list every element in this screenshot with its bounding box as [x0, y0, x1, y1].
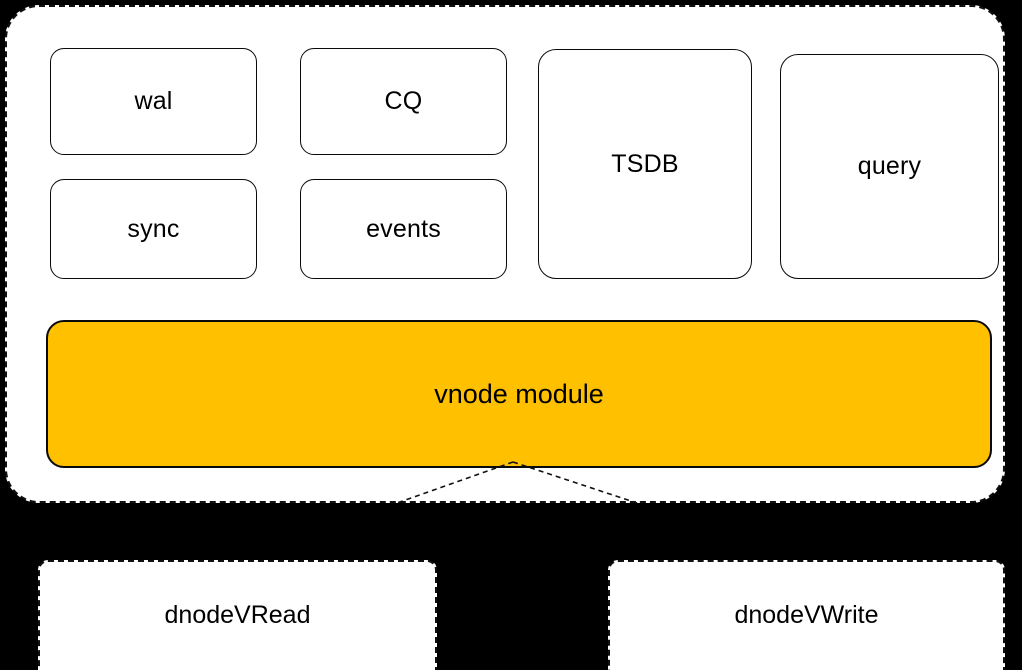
module-label-tsdb: TSDB	[611, 149, 679, 178]
endpoint-label-dnodevwrite: dnodeVWrite	[734, 600, 879, 629]
module-label-wal: wal	[134, 87, 173, 115]
module-label-events: events	[366, 214, 441, 243]
module-box-sync[interactable]: sync	[50, 179, 257, 279]
vnode-container: wal CQ sync events TSDB query vnode modu…	[5, 5, 1005, 503]
module-box-events[interactable]: events	[300, 179, 507, 279]
module-box-tsdb[interactable]: TSDB	[538, 49, 752, 279]
module-label-cq: CQ	[384, 87, 423, 115]
vnode-module-label: vnode module	[434, 378, 604, 409]
module-box-wal[interactable]: wal	[50, 48, 257, 155]
module-label-sync: sync	[127, 214, 180, 243]
module-box-query[interactable]: query	[780, 54, 999, 279]
module-box-cq[interactable]: CQ	[300, 48, 507, 155]
endpoint-label-dnodevread: dnodeVRead	[164, 600, 311, 629]
endpoint-box-dnodevread[interactable]: dnodeVRead	[38, 560, 437, 670]
vnode-module-bar[interactable]: vnode module	[46, 320, 992, 468]
module-label-query: query	[857, 152, 922, 180]
endpoint-box-dnodevwrite[interactable]: dnodeVWrite	[608, 560, 1005, 670]
